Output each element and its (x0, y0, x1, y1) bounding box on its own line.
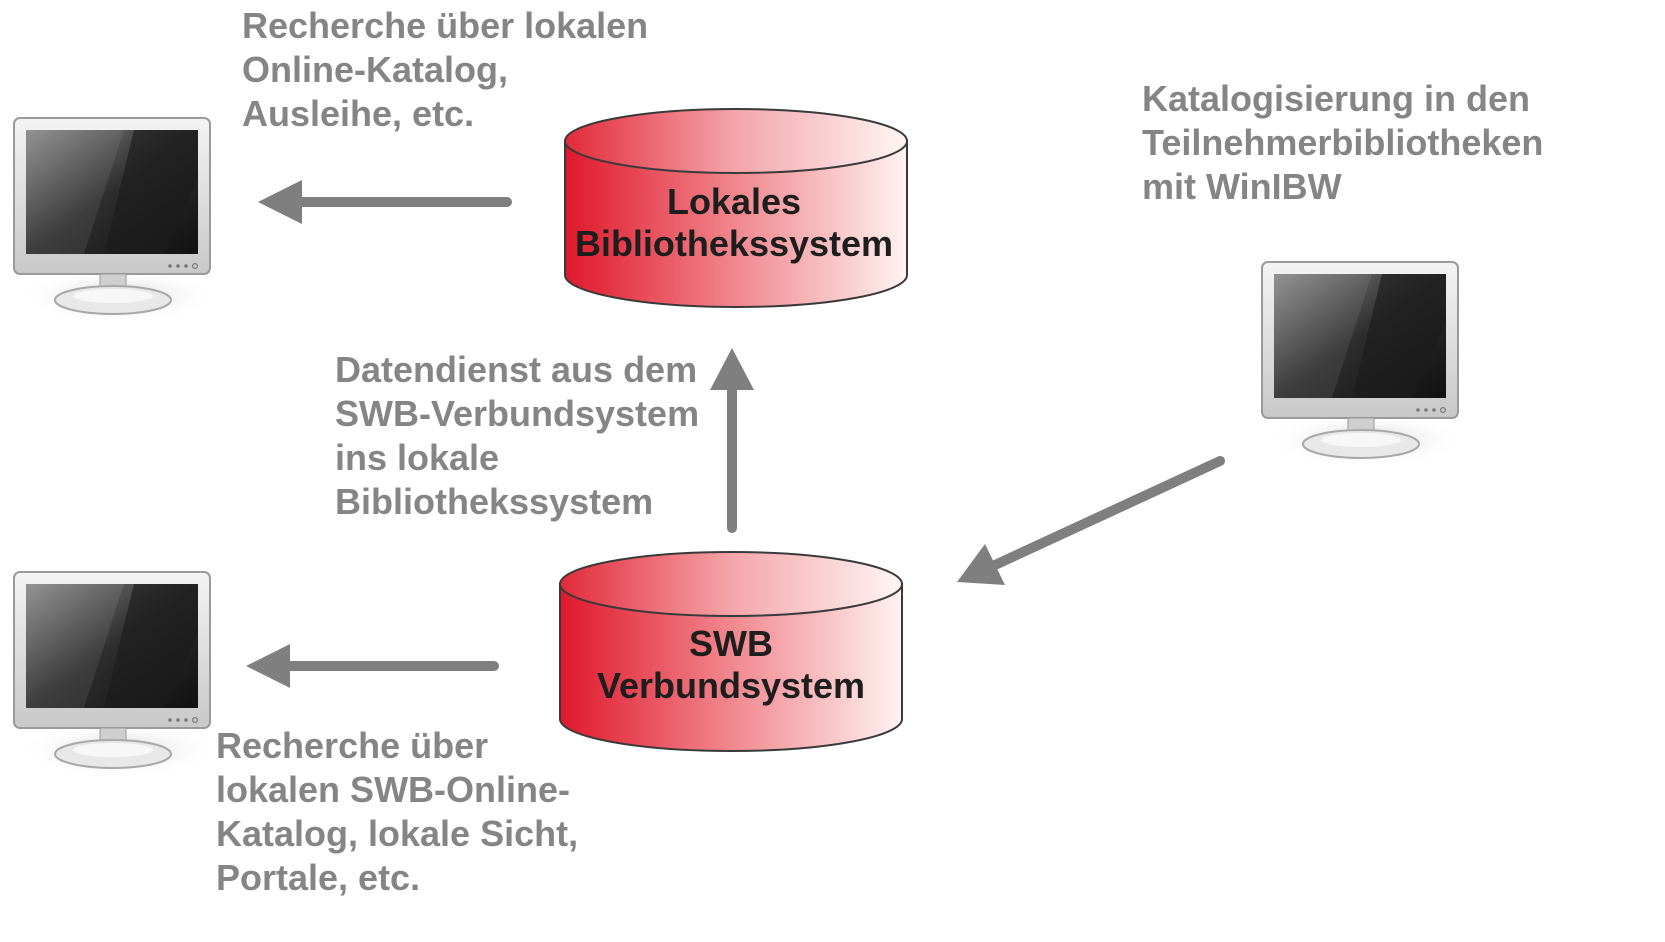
local-library-system-cylinder: Lokales Bibliothekssystem (564, 108, 908, 308)
label-bottom-left: Recherche über lokalen SWB-Online- Katal… (216, 725, 579, 898)
local-system-line1: Lokales (667, 181, 801, 222)
arrow-winibw-to-swb (957, 456, 1225, 585)
arrow-to-top-left-monitor (258, 180, 512, 224)
label-middle: Datendienst aus dem SWB-Verbundsystem in… (335, 349, 700, 522)
monitor-icon (13, 571, 220, 779)
monitor-icon (13, 117, 220, 325)
monitor-icon (1261, 261, 1468, 469)
arrow-swb-to-local (710, 348, 754, 533)
label-top-right: Katalogisierung in den Teilnehmerbibliot… (1142, 78, 1544, 207)
label-top-left: Recherche über lokalen Online-Katalog, A… (242, 5, 649, 134)
swb-union-system-cylinder: SWB Verbundsystem (559, 551, 903, 752)
local-system-line2: Bibliothekssystem (575, 223, 893, 264)
arrow-to-bottom-left-monitor (246, 644, 499, 688)
swb-system-line1: SWB (689, 623, 773, 664)
swb-system-line2: Verbundsystem (597, 665, 865, 706)
